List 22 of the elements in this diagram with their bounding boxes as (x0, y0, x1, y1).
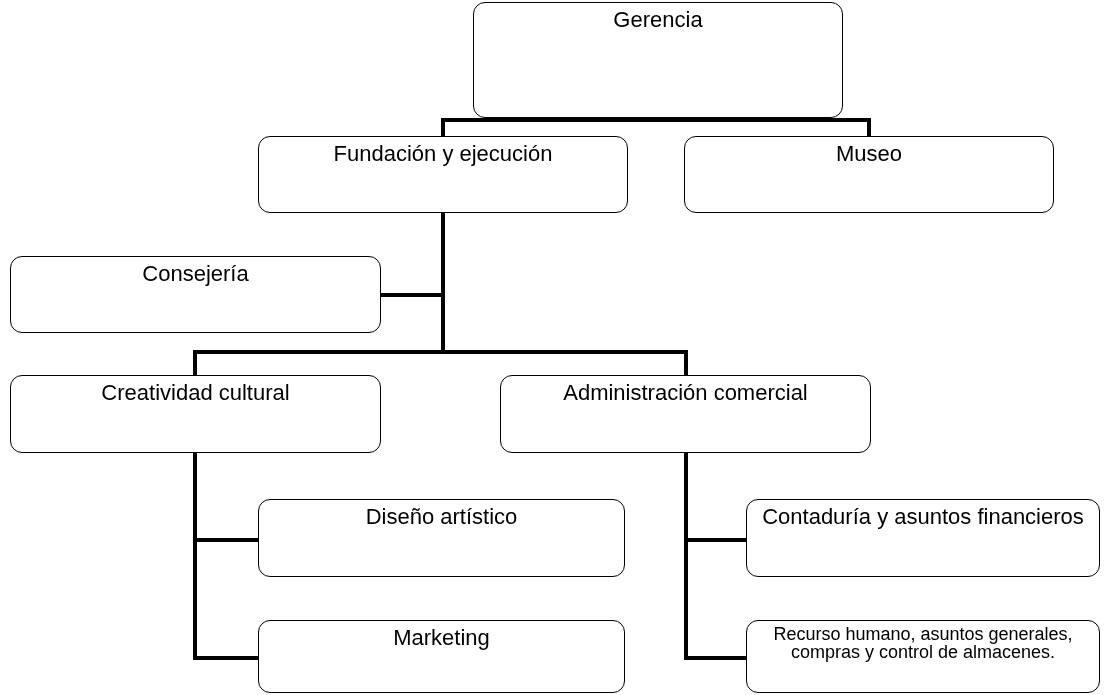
unit-name: Gerencia (612, 7, 704, 33)
unit-name: Museo (834, 141, 903, 167)
org-unit-box (746, 499, 1100, 577)
connector-line (684, 453, 746, 660)
org-unit-box (258, 620, 625, 693)
connector-line (193, 453, 258, 660)
unit-name: Creatividad cultural (100, 380, 291, 406)
unit-name: Administración comercial (562, 380, 809, 406)
org-unit-box (10, 375, 381, 453)
unit-name: Consejería (141, 261, 250, 287)
unit-name: Contaduría y asuntos financieros (761, 504, 1085, 530)
unit-name: Diseño artístico (364, 504, 519, 530)
org-unit-box (684, 136, 1054, 213)
org-unit-box (258, 136, 628, 213)
org-unit-box (500, 375, 871, 453)
org-unit-box (10, 256, 381, 333)
unit-name: Marketing (392, 625, 491, 651)
unit-name: Fundación y ejecución (332, 141, 554, 167)
org-unit-box (746, 620, 1100, 693)
unit-name: Recurso humano, asuntos generales, compras y control de almacenes. (772, 625, 1074, 661)
org-unit-box (473, 2, 843, 118)
org-unit-box (258, 499, 625, 577)
